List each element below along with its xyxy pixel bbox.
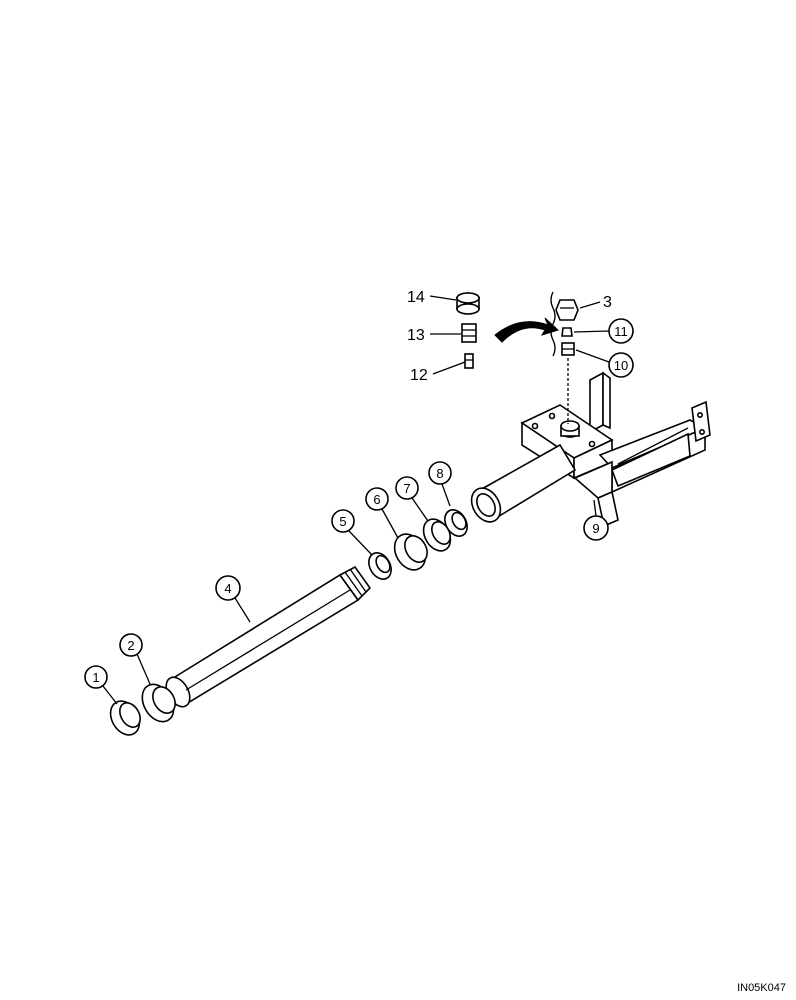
svg-text:4: 4: [224, 581, 231, 596]
callout-2: 2: [119, 633, 151, 685]
svg-text:14: 14: [407, 289, 425, 306]
svg-text:8: 8: [436, 466, 443, 481]
seal-8: [444, 509, 468, 537]
svg-text:2: 2: [127, 638, 134, 653]
fitting-12: [464, 353, 474, 369]
callout-14: 14: [407, 289, 457, 306]
grease-fitting-11: [561, 327, 573, 337]
svg-text:7: 7: [403, 481, 410, 496]
grease-cap-3: [555, 299, 579, 321]
callout-3: 3: [579, 294, 612, 311]
frame-housing: [470, 371, 711, 528]
callout-7: 7: [395, 476, 429, 522]
callout-5: 5: [331, 509, 373, 556]
svg-text:13: 13: [407, 327, 425, 344]
callout-9: 9: [583, 499, 609, 541]
bushing-7: [422, 518, 452, 552]
callout-1: 1: [84, 665, 118, 705]
svg-text:6: 6: [373, 492, 380, 507]
detail-break-line: [550, 291, 556, 357]
svg-text:5: 5: [339, 514, 346, 529]
svg-text:10: 10: [614, 358, 628, 373]
callout-12: 12: [410, 361, 466, 384]
curved-arrow: [494, 317, 559, 343]
callout-6: 6: [365, 487, 399, 539]
svg-text:9: 9: [592, 521, 599, 536]
image-code: IN05K047: [737, 982, 786, 994]
svg-text:11: 11: [614, 324, 628, 339]
svg-text:3: 3: [603, 294, 612, 311]
bushing-1: [109, 700, 141, 736]
seal-5: [368, 552, 392, 580]
callout-4: 4: [215, 575, 251, 623]
callout-13: 13: [407, 327, 461, 344]
callout-10: 10: [575, 349, 634, 378]
svg-text:1: 1: [92, 670, 99, 685]
threaded-adapter-13: [461, 323, 477, 343]
adapter-10: [561, 342, 575, 356]
bushing-6: [393, 533, 428, 571]
callout-11: 11: [573, 318, 634, 344]
bushing-2: [141, 683, 176, 723]
cap-14: [456, 292, 480, 315]
callout-8: 8: [428, 461, 452, 507]
svg-text:12: 12: [410, 367, 428, 384]
axle-shaft: [165, 565, 372, 708]
